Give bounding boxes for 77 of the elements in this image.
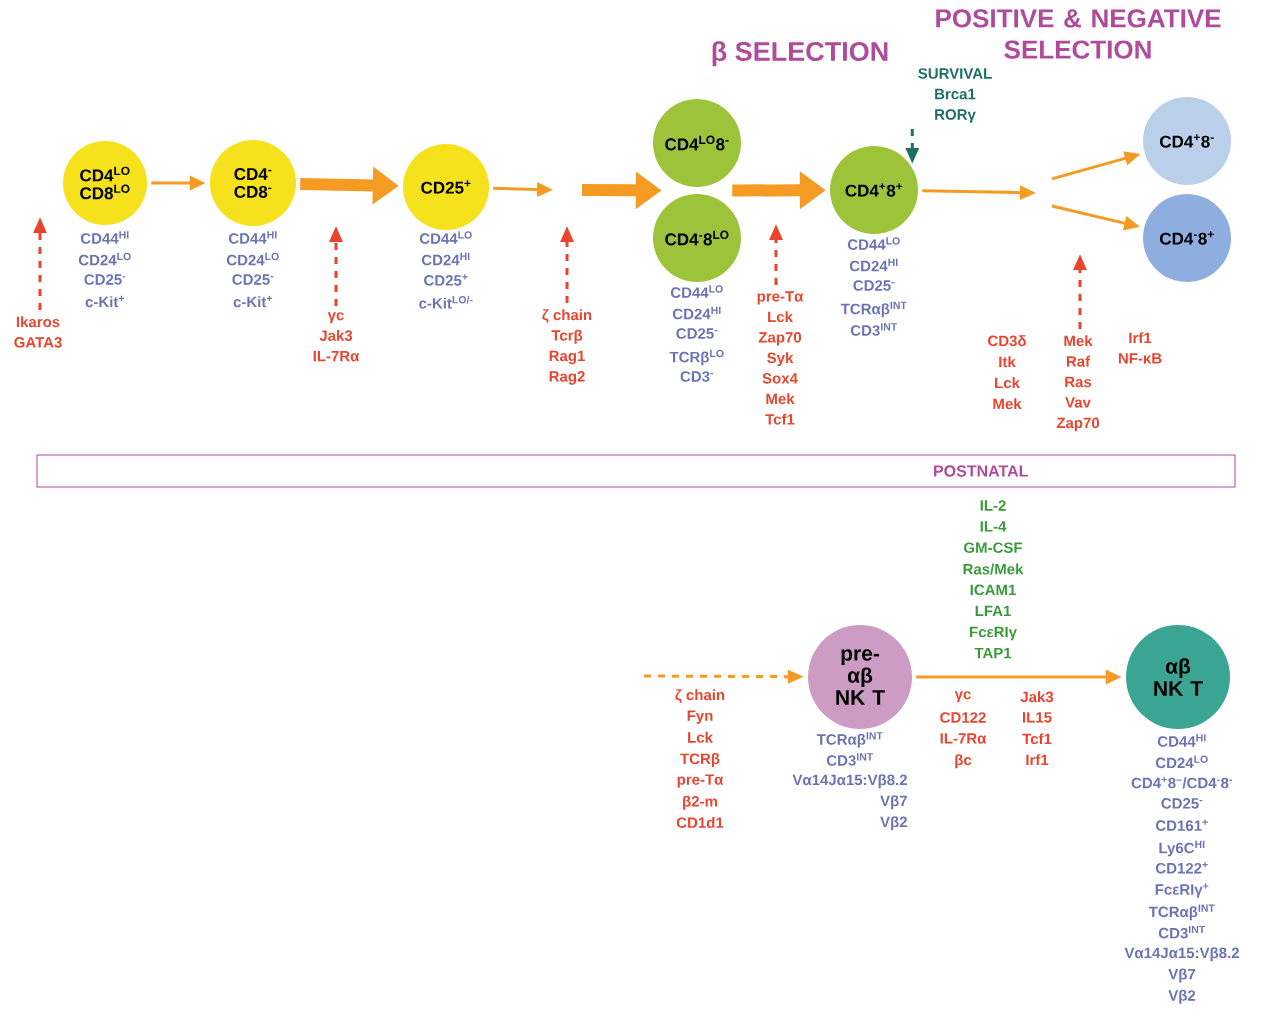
gene-label: IL-4: [980, 521, 1007, 532]
marker-label: Vα14Jα15:Vβ8.2: [792, 774, 907, 789]
marker-label: CD44$^{LO}$: [419, 231, 472, 244]
gene-list: ζ chain Tcrβ Rag1 Rag2: [542, 309, 592, 385]
marker-label: CD24$^{HI}$: [849, 258, 898, 272]
marker-label: CD3$^{INT}$: [850, 323, 898, 336]
gene-label: Tcf1: [1022, 733, 1052, 745]
marker-label: CD3$^{INT}$: [1158, 925, 1206, 939]
gene-list: γc Jak3 IL-7Rα: [313, 312, 360, 362]
marker-label: Vβ7: [1168, 968, 1196, 983]
marker-label: Vβ7: [880, 795, 907, 810]
marker-label: CD44$^{LO}$: [847, 237, 900, 250]
gene-label: CD1d1: [676, 817, 724, 828]
gene-label: Lck: [995, 377, 1020, 389]
gene-label: ζ chain: [675, 689, 725, 703]
gene-label: pre-Tα: [677, 774, 724, 788]
marker-label: CD44$^{HI}$: [1157, 734, 1206, 747]
gene-label: LFA1: [975, 605, 1011, 616]
marker-label: TCRβ$^{LO}$: [669, 349, 724, 366]
marker-label: CD25$^{-}$: [1161, 798, 1203, 809]
marker-label: CD24$^{LO}$: [226, 252, 279, 266]
marker-label: CD44$^{HI}$: [228, 231, 277, 244]
gene-label: βc: [955, 754, 972, 769]
marker-label: CD4$^{+}$8$^{–}$/CD4$^{-}$8$^{-}$: [1131, 776, 1232, 789]
gene-label: IL15: [1023, 712, 1052, 723]
marker-label: CD44$^{HI}$: [80, 231, 129, 244]
gene-label: Lck: [688, 731, 713, 743]
marker-label: CD25$^{-}$: [84, 274, 126, 285]
gene-label: FcεRIγ: [970, 626, 1017, 641]
marker-label: TCRαβ$^{INT}$: [1148, 904, 1215, 921]
gene-list: pre-Tα Lck Zap70 Syk Sox4 Mek Tcf1: [757, 291, 804, 425]
gene-list: Ikaros GATA3: [14, 316, 62, 348]
gene-label: NF-κB: [1118, 353, 1162, 364]
marker-label: CD24$^{HI}$: [421, 252, 470, 266]
gene-label: CD122: [940, 712, 986, 723]
marker-label: CD25$^{+}$: [424, 274, 468, 286]
marker-label: c-Kit$^{+}$: [233, 295, 273, 308]
marker-label: FcεRIγ$^{+}$: [1155, 883, 1209, 898]
gene-label: Ras/Mek: [963, 563, 1024, 575]
gene-label: TAP1: [974, 647, 1012, 659]
marker-label: Vα14Jα15:Vβ8.2: [1124, 947, 1239, 962]
stage-band: POSTNATAL: [36, 454, 1236, 488]
gene-label: Irf1: [1129, 332, 1152, 344]
marker-label: CD25$^{-}$: [232, 274, 274, 285]
marker-label: TCRαβ$^{INT}$: [840, 301, 907, 318]
gene-label: γc: [954, 691, 971, 703]
gene-label: Fyn: [687, 710, 713, 724]
marker-label: c-Kit$^{LO/-}$: [419, 295, 473, 309]
gene-label: Mek: [993, 398, 1022, 410]
marker-label: CD25$^{-}$: [853, 280, 895, 291]
marker-label: c-Kit$^{+}$: [85, 295, 125, 308]
marker-label: CD3$^{INT}$: [826, 753, 874, 766]
stage-heading: β SELECTION: [712, 41, 888, 67]
marker-label: Vβ2: [880, 816, 907, 831]
marker-label: CD25$^{-}$: [676, 328, 718, 339]
stage-heading: POSITIVE & NEGATIVE SELECTION: [936, 9, 1221, 59]
gene-label: CD3δ: [988, 335, 1026, 347]
gene-label: Irf1: [1026, 754, 1049, 766]
gene-label: TCRβ: [680, 753, 720, 768]
marker-label: TCRαβ$^{INT}$: [816, 732, 883, 748]
marker-label: CD161$^{+}$: [1155, 819, 1208, 831]
gene-label: IL-7Rα: [940, 733, 987, 744]
gene-label: Jak3: [1020, 691, 1054, 703]
marker-label: Vβ2: [1168, 989, 1196, 1004]
gene-label: GM-CSF: [964, 542, 1023, 553]
marker-label: CD3$^{-}$: [680, 371, 714, 382]
gene-list: Mek Raf Ras Vav Zap70: [1056, 335, 1100, 432]
marker-label: Ly6C$^{HI}$: [1159, 840, 1205, 857]
marker-label: CD24$^{LO}$: [78, 252, 131, 266]
gene-label: Itk: [999, 356, 1016, 368]
marker-label: CD24$^{LO}$: [1155, 755, 1208, 769]
marker-label: CD44$^{LO}$: [670, 285, 723, 298]
marker-label: CD122$^{+}$: [1155, 862, 1208, 874]
gene-list: SURVIVAL Brca1 RORγ: [918, 68, 992, 123]
marker-label: CD24$^{HI}$: [672, 306, 721, 320]
gene-label: ICAM1: [970, 584, 1016, 596]
gene-label: β2-m: [683, 795, 717, 810]
